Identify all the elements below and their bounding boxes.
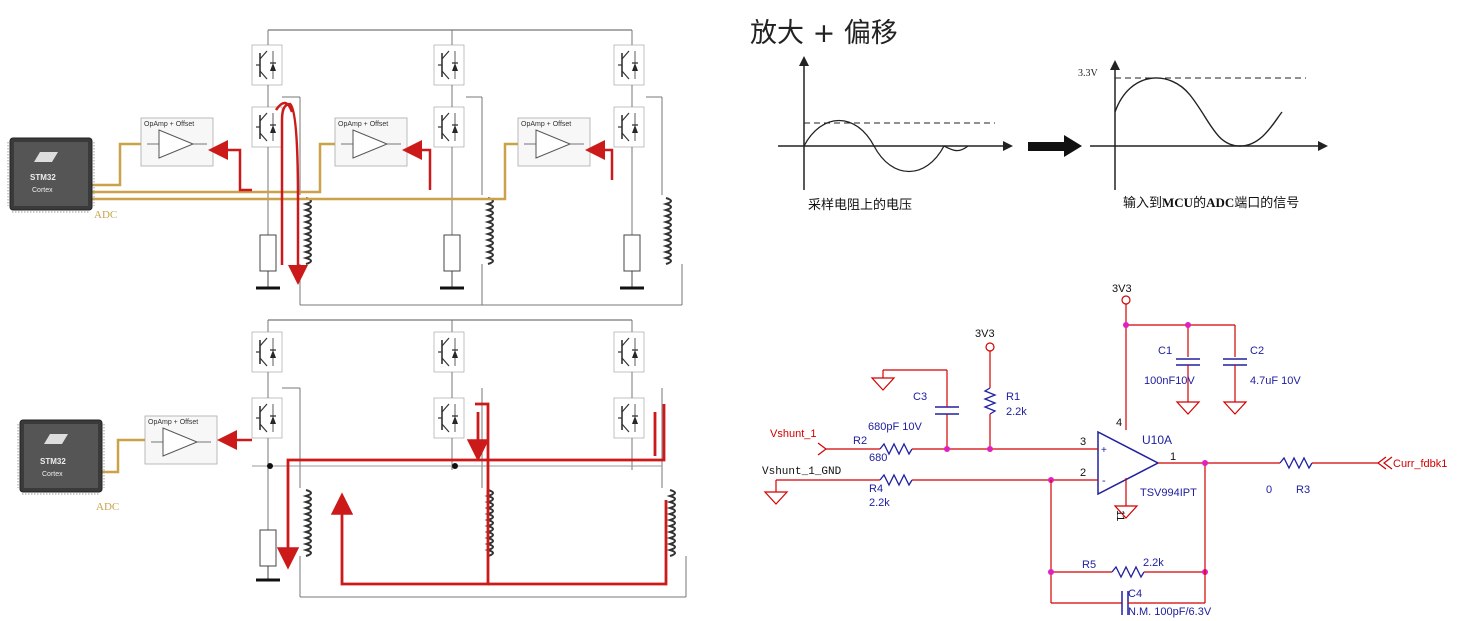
c1-value: 100nF10V [1144,375,1195,387]
mcu-label-top: STM32 [30,173,56,182]
r5-ref: R5 [1082,559,1096,571]
r3-resistor [1279,456,1313,470]
left-caption: 采样电阻上的电压 [808,197,912,213]
c3-value: 680pF 10V [868,421,922,433]
opamp-minus: - [1102,475,1106,487]
mcu-label-bottom: STM32 [40,457,66,466]
current-path-loop [280,102,308,285]
motor-coil-a [305,197,312,265]
waveform-panel: 放大 + 偏移 采样电阻上的电压 3.3V 输入到MCU的ADC端口的信号 [750,18,1328,213]
opamp-label-a2: OpAmp + Offset [148,419,198,426]
pin-1: 1 [1170,451,1176,463]
igbt-high-b [433,44,465,86]
opamp-part: TSV994IPT [1140,487,1197,499]
adc-label-top: ADC [94,209,117,221]
offset-sine-wave [1114,77,1283,147]
c1-ref: C1 [1158,345,1172,357]
r1-value: 2.2k [1006,406,1027,418]
igbt-high-b2 [433,331,465,373]
mcu-sublabel-bottom: Cortex [42,471,63,478]
pin-11: 11 [1114,510,1126,521]
igbt-high-c2 [613,331,645,373]
igbt-low-b2 [433,397,465,439]
pin-2: 2 [1080,467,1086,479]
opamp-label-c: OpAmp + Offset [521,121,571,128]
r5-resistor [1111,565,1145,579]
igbt-high-c [613,44,645,86]
vshunt-gnd-net: Vshunt_1_GND [762,466,842,478]
vcc-top-label: 3V3 [1112,283,1132,295]
igbt-high-a [251,44,283,86]
c4-ref: C4 [1128,588,1142,600]
output-net: Curr_fdbk1 [1393,458,1447,470]
c2-ref: C2 [1250,345,1264,357]
opamp-symbol [1097,430,1160,496]
opamp-plus: + [1101,445,1107,456]
r3-ref: R3 [1296,484,1310,496]
current-path-bottom [276,402,668,586]
igbt-low-a2 [251,397,283,439]
shunt-resistor-a2 [259,529,277,567]
shunt-resistor-c [623,234,641,272]
vref-label: 3.3V [1078,68,1099,79]
igbt-low-c [613,106,645,148]
pin-4: 4 [1116,417,1122,429]
igbt-low-c2 [613,397,645,439]
motor-coil-c [665,197,672,265]
r2-resistor [879,442,913,456]
vcc-left-label: 3V3 [975,328,995,340]
vshunt-port [817,442,827,456]
pin-3: 3 [1080,436,1086,448]
sense-lines [208,140,614,192]
motor-coil-c2 [669,489,676,557]
adc-bus-bottom [92,438,145,474]
motor-coil-b [487,197,494,265]
opamp-ref: U10A [1142,433,1172,447]
motor-coil-a2 [305,489,312,557]
shunt-resistor-a [259,234,277,272]
output-port [1377,456,1393,470]
c3-ref: C3 [913,391,927,403]
r2-ref: R2 [853,435,867,447]
opamp-label-a: OpAmp + Offset [144,121,194,128]
vshunt-net: Vshunt_1 [770,428,816,440]
opamp-schematic: 3V3 C1 100nF10V C2 4.7uF 10V + - U10A TS… [762,283,1447,618]
c2-value: 4.7uF 10V [1250,375,1301,387]
bottom-inverter-panel: OpAmp + Offset STM32 Cortex ADC [17,319,687,598]
r1-ref: R1 [1006,391,1020,403]
mcu-sublabel-top: Cortex [32,187,53,194]
r4-value: 2.2k [869,497,890,509]
right-caption: 输入到MCU的ADC端口的信号 [1123,195,1299,211]
igbt-low-b [433,106,465,148]
waveform-title: 放大 + 偏移 [750,18,898,49]
top-inverter-panel: OpAmp + Offset OpAmp + Offset OpAmp + Of… [7,29,683,306]
small-sine-wave [803,120,945,172]
adc-label-bottom: ADC [96,501,119,513]
opamp-label-b: OpAmp + Offset [338,121,388,128]
transform-arrow [1028,142,1068,151]
r2-value: 680 [869,452,887,464]
r4-ref: R4 [869,483,883,495]
shunt-resistor-b [443,234,461,272]
igbt-high-a2 [251,331,283,373]
r5-value: 2.2k [1143,557,1164,569]
r1-resistor [983,387,997,415]
r4-resistor [879,473,913,487]
igbt-low-a [251,106,283,148]
r3-value: 0 [1266,484,1272,496]
c4-value: N.M. 100pF/6.3V [1128,606,1212,618]
